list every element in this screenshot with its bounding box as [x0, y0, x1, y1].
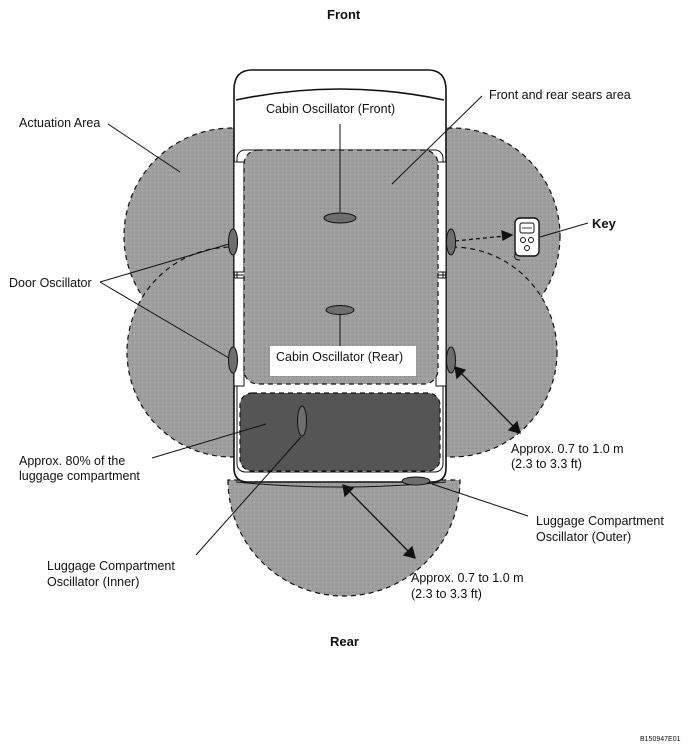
rear-label: Rear — [330, 634, 359, 649]
seats-area — [243, 149, 439, 385]
area-luggage-outer — [227, 479, 461, 597]
luggage-outer-label-2: Oscillator (Outer) — [536, 530, 631, 544]
door-oscillator-left-front — [228, 228, 238, 256]
actuation-area-label: Actuation Area — [19, 116, 100, 130]
luggage-oscillator-outer — [401, 476, 431, 486]
rear-range-label-2: (2.3 to 3.3 ft) — [411, 587, 482, 601]
key-signal-arrow — [454, 229, 514, 242]
seats-area-leader — [391, 95, 483, 185]
key-label: Key — [592, 216, 617, 231]
leader-lines — [99, 95, 589, 556]
key-fob-icon — [514, 217, 540, 261]
key-leader — [539, 222, 589, 238]
cabin-rear-label-box — [270, 346, 416, 376]
door-oscillator-right-rear — [446, 346, 456, 374]
cabin-front-label-box — [262, 98, 418, 118]
luggage-pct-label-2: luggage compartment — [19, 469, 140, 483]
luggage-inner-label-2: Oscillator (Inner) — [47, 575, 139, 589]
cabin-oscillator-rear — [325, 305, 355, 315]
door-oscillator-label: Door Oscillator — [9, 276, 92, 290]
cabin-oscillator-front-label: Cabin Oscillator (Front) — [266, 102, 395, 116]
front-rear-seats-area-label: Front and rear sears area — [489, 88, 631, 102]
range-arrows — [342, 366, 521, 559]
luggage-outer-label-1: Luggage Compartment — [536, 514, 664, 528]
figure-code: B150947E01 — [640, 736, 681, 743]
luggage-pct-leader — [151, 423, 267, 459]
lugg-inner-leader — [195, 436, 302, 556]
door-oscillator-right-front — [446, 228, 456, 256]
front-label: Front — [327, 7, 361, 22]
luggage-inner-label-1: Luggage Compartment — [47, 559, 175, 573]
luggage-oscillator-inner — [297, 405, 307, 437]
lugg-outer-leader — [431, 483, 529, 517]
actuation-area-leader — [107, 123, 181, 173]
oscillators — [228, 212, 456, 486]
side-range-label-2: (2.3 to 3.3 ft) — [511, 457, 582, 471]
rear-range-label-1: Approx. 0.7 to 1.0 m — [411, 571, 524, 585]
luggage-pct-label-1: Approx. 80% of the — [19, 454, 125, 468]
door-osc-leader-2 — [99, 281, 230, 359]
luggage-area — [239, 392, 441, 472]
door-oscillator-left-rear — [228, 346, 238, 374]
cabin-oscillator-rear-label: Cabin Oscillator (Rear) — [276, 350, 403, 364]
cabin-oscillator-front — [323, 212, 357, 224]
side-range-label-1: Approx. 0.7 to 1.0 m — [511, 442, 624, 456]
door-osc-leader-1 — [99, 243, 230, 283]
